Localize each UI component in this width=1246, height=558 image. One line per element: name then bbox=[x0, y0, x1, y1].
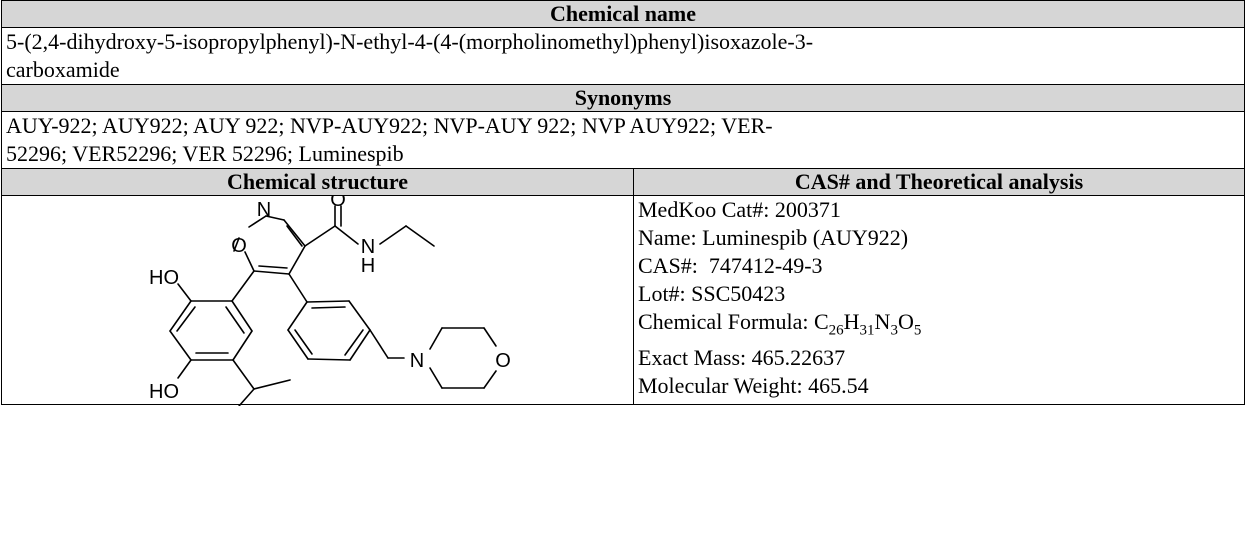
bond bbox=[265, 215, 285, 221]
bond bbox=[429, 327, 443, 350]
formula-element-o: O bbox=[897, 309, 914, 334]
chemical-formula-label: Chemical Formula: bbox=[638, 309, 814, 334]
chemical-name-header: Chemical name bbox=[1, 0, 1245, 28]
chemical-structure-header: Chemical structure bbox=[1, 168, 634, 196]
morpholine-oxygen-label: O bbox=[495, 350, 511, 372]
bond bbox=[253, 379, 291, 390]
bond bbox=[231, 270, 255, 302]
bond bbox=[177, 283, 192, 302]
bond bbox=[294, 329, 313, 355]
cas-analysis-header: CAS# and Theoretical analysis bbox=[633, 168, 1245, 196]
bond bbox=[286, 225, 303, 247]
bond bbox=[232, 330, 253, 361]
bond bbox=[344, 329, 364, 356]
formula-count-o: 5 bbox=[913, 322, 922, 339]
product-name: Name: Luminespib (AUY922) bbox=[638, 225, 909, 250]
cas-number: CAS#: 747412-49-3 bbox=[638, 253, 823, 278]
hydroxyl-top-label: HO bbox=[149, 267, 179, 289]
synonyms-line-1: AUY-922; AUY922; AUY 922; NVP-AUY922; NV… bbox=[6, 113, 773, 138]
bond bbox=[306, 300, 350, 303]
formula-count-h: 31 bbox=[859, 322, 875, 339]
bond bbox=[287, 301, 308, 331]
synonyms-cell: AUY-922; AUY922; AUY 922; NVP-AUY922; NV… bbox=[1, 111, 1245, 169]
chemical-structure-cell: O N O N H HO HO N O bbox=[1, 195, 634, 406]
bond bbox=[288, 245, 306, 275]
bond bbox=[304, 225, 336, 247]
bond bbox=[307, 358, 351, 361]
bond bbox=[244, 251, 255, 272]
formula-element-h: H bbox=[843, 309, 860, 334]
bond bbox=[379, 225, 407, 245]
bond bbox=[349, 329, 371, 361]
bond bbox=[348, 300, 371, 331]
cas-analysis-cell: MedKoo Cat#: 200371 Name: Luminespib (AU… bbox=[633, 195, 1245, 405]
bond bbox=[287, 329, 309, 360]
bond bbox=[225, 306, 245, 334]
morpholine-nitrogen-label: N bbox=[410, 350, 424, 372]
bond bbox=[169, 330, 192, 361]
chemical-formula: Chemical Formula: C26H31N3O5 bbox=[638, 308, 1240, 344]
bond bbox=[334, 225, 359, 245]
bond bbox=[176, 306, 196, 332]
bond bbox=[429, 367, 443, 389]
bond bbox=[231, 300, 253, 332]
bond bbox=[232, 359, 255, 390]
formula-count-n: 3 bbox=[890, 322, 898, 339]
bond bbox=[405, 225, 435, 247]
bond bbox=[311, 306, 346, 309]
bond bbox=[253, 270, 290, 275]
ring-nitrogen-label: N bbox=[257, 199, 271, 221]
bond bbox=[258, 265, 288, 269]
exact-mass: Exact Mass: 465.22637 bbox=[638, 345, 846, 371]
bond bbox=[283, 219, 306, 247]
carbonyl-oxygen-label: O bbox=[330, 196, 346, 211]
bond bbox=[233, 237, 240, 252]
chemical-name-line-1: 5-(2,4-dihydroxy-5-isopropylphenyl)-N-et… bbox=[6, 29, 814, 54]
bond bbox=[238, 388, 255, 406]
molecule-structure-drawing: O N O N H HO HO N O bbox=[149, 196, 511, 406]
amide-hydrogen-label: H bbox=[361, 255, 375, 277]
formula-count-c: 26 bbox=[828, 322, 844, 339]
lot-number: Lot#: SSC50423 bbox=[638, 281, 786, 306]
formula-element-c: C bbox=[813, 309, 829, 334]
bond bbox=[288, 273, 308, 303]
synonyms-line-2: 52296; VER52296; VER 52296; Luminespib bbox=[6, 141, 404, 166]
info-table: Chemical name 5-(2,4-dihydroxy-5-isoprop… bbox=[1, 0, 1245, 406]
chemical-name-line-2: carboxamide bbox=[6, 57, 120, 82]
bond bbox=[483, 327, 497, 347]
ring-oxygen-label: O bbox=[231, 235, 247, 257]
amide-nitrogen-label: N bbox=[361, 236, 375, 258]
chemical-name-cell: 5-(2,4-dihydroxy-5-isopropylphenyl)-N-et… bbox=[1, 27, 1245, 85]
bond bbox=[169, 300, 192, 332]
hydroxyl-bottom-label: HO bbox=[149, 381, 179, 403]
molecular-weight: Molecular Weight: 465.54 bbox=[638, 373, 869, 399]
formula-element-n: N bbox=[874, 309, 891, 334]
bond bbox=[369, 329, 389, 359]
bond bbox=[483, 370, 497, 389]
synonyms-header: Synonyms bbox=[1, 84, 1245, 112]
bond bbox=[248, 215, 267, 228]
bond bbox=[177, 359, 192, 379]
medkoo-cat-number: MedKoo Cat#: 200371 bbox=[638, 197, 841, 222]
